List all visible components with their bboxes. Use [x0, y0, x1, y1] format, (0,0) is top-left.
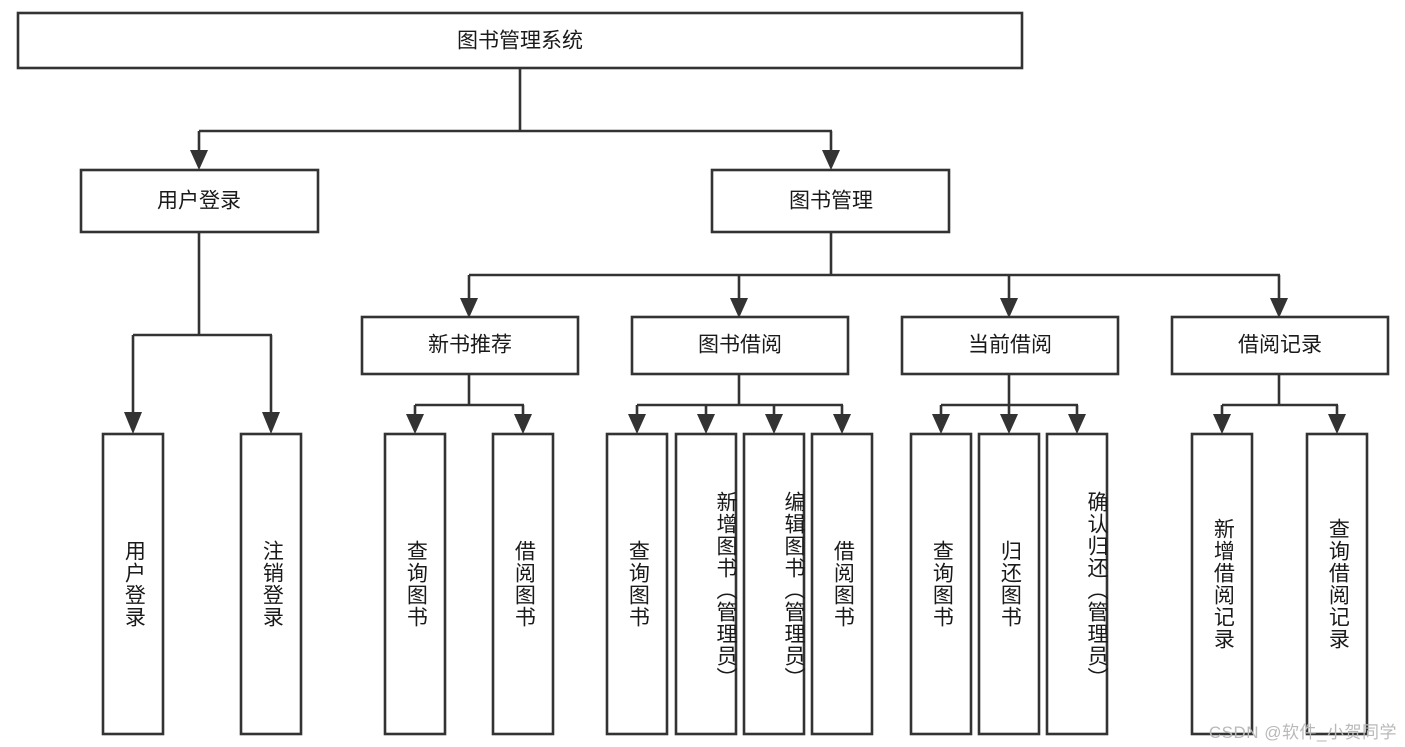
arrow-head-current-borrow — [1000, 298, 1018, 318]
node-leaf-query-record[interactable] — [1305, 432, 1369, 736]
arrow-head-leaf-confirm-return — [1068, 414, 1086, 434]
node-user-login-label: 用户登录 — [157, 190, 241, 213]
arrow-head-leaf-add-book — [697, 414, 715, 434]
node-leaf-borrow-book-1[interactable] — [491, 432, 555, 736]
arrow-head-leaf-logout — [262, 412, 280, 434]
arrow-head-leaf-query-book-2 — [628, 414, 646, 434]
node-current-borrow[interactable] — [900, 315, 1120, 376]
node-leaf-return-book[interactable] — [977, 432, 1041, 736]
arrow-head-borrow-record — [1270, 298, 1288, 318]
arrow-head-book-borrow — [730, 298, 748, 318]
node-leaf-edit-book[interactable] — [742, 432, 806, 736]
csdn-watermark: CSDN @软件_小贺同学 — [1208, 723, 1397, 742]
node-root[interactable] — [16, 11, 1024, 70]
node-leaf-query-book-1[interactable] — [383, 432, 447, 736]
node-leaf-query-book-2[interactable] — [605, 432, 669, 736]
arrow-head-leaf-borrow-book-2 — [833, 414, 851, 434]
arrow-head-book-manage — [822, 150, 840, 170]
node-new-book-rec[interactable] — [360, 315, 580, 376]
node-new-book-rec-label: 新书推荐 — [428, 334, 512, 357]
arrow-head-new-book-rec — [460, 298, 478, 318]
arrow-head-leaf-add-record — [1213, 414, 1231, 434]
node-leaf-add-record[interactable] — [1190, 432, 1254, 736]
connector-group-current-borrow-children — [932, 374, 1086, 434]
connector-group-user-login-children — [124, 232, 280, 434]
arrow-head-leaf-user-login — [124, 412, 142, 434]
node-borrow-record[interactable] — [1170, 315, 1390, 376]
node-leaf-borrow-book-2[interactable] — [810, 432, 874, 736]
node-book-manage[interactable] — [710, 168, 951, 234]
node-leaf-query-book-3[interactable] — [909, 432, 973, 736]
connector-group-borrow-record-children — [1213, 374, 1346, 434]
node-book-borrow[interactable] — [630, 315, 850, 376]
connector-group-book-borrow-children — [628, 374, 851, 434]
connector-group-book-manage-children — [460, 232, 1288, 318]
node-book-borrow-label: 图书借阅 — [698, 334, 782, 357]
arrow-head-leaf-borrow-book-1 — [514, 414, 532, 434]
node-current-borrow-label: 当前借阅 — [968, 334, 1052, 357]
connector-group-new-book-rec-children — [406, 374, 532, 434]
arrow-head-leaf-edit-book — [765, 414, 783, 434]
arrow-head-user-login — [190, 150, 208, 170]
arrow-head-leaf-query-book-1 — [406, 414, 424, 434]
node-leaf-add-book[interactable] — [674, 432, 738, 736]
node-leaf-user-login[interactable] — [101, 432, 165, 736]
connector-group-root-to-level2 — [190, 68, 840, 170]
arrow-head-leaf-query-book-3 — [932, 414, 950, 434]
node-user-login[interactable] — [79, 168, 320, 234]
node-borrow-record-label: 借阅记录 — [1238, 334, 1322, 357]
node-leaf-logout[interactable] — [239, 432, 303, 736]
arrow-head-leaf-query-record — [1328, 414, 1346, 434]
node-book-manage-label: 图书管理 — [789, 190, 873, 213]
arrow-head-leaf-return-book — [1000, 414, 1018, 434]
node-leaf-confirm-return[interactable] — [1045, 432, 1109, 736]
node-root-label: 图书管理系统 — [457, 30, 583, 53]
